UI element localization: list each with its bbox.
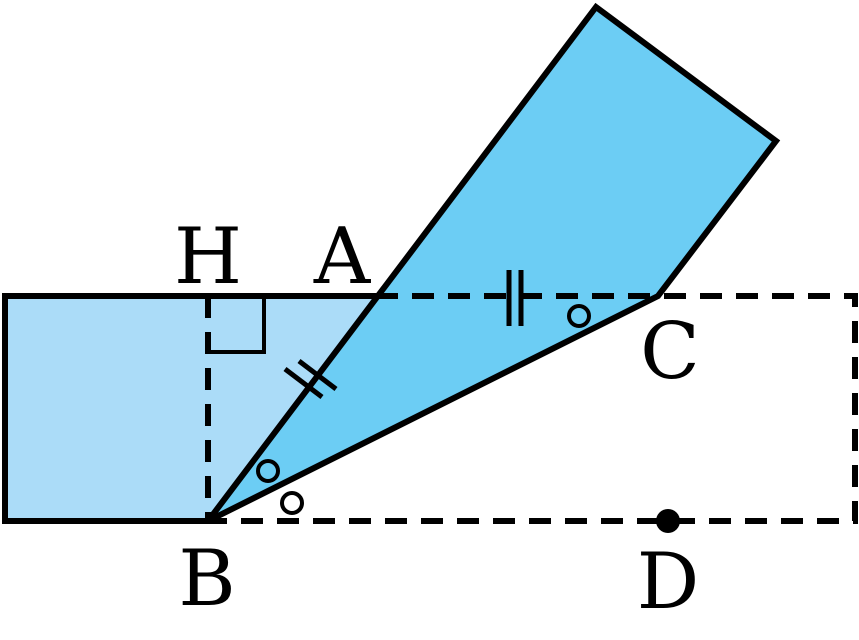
strip-left-outline xyxy=(2,293,376,524)
point-d-dot xyxy=(656,509,680,533)
label-c: C xyxy=(640,307,700,397)
label-b: B xyxy=(178,534,235,624)
tick-marks-ab xyxy=(283,359,338,399)
strip-left-region xyxy=(5,296,376,521)
label-a: A xyxy=(313,212,372,302)
label-h: H xyxy=(174,212,242,302)
right-angle-marker xyxy=(208,296,266,354)
folded-outline xyxy=(205,2,781,524)
angle-mark-b-lower xyxy=(280,491,304,515)
label-d: D xyxy=(637,537,700,627)
angle-mark-c xyxy=(567,304,591,328)
folded-region xyxy=(208,7,776,521)
tick-marks-ac xyxy=(506,270,524,326)
dashed-original-outline xyxy=(208,293,858,524)
angle-mark-b-upper xyxy=(256,459,280,483)
